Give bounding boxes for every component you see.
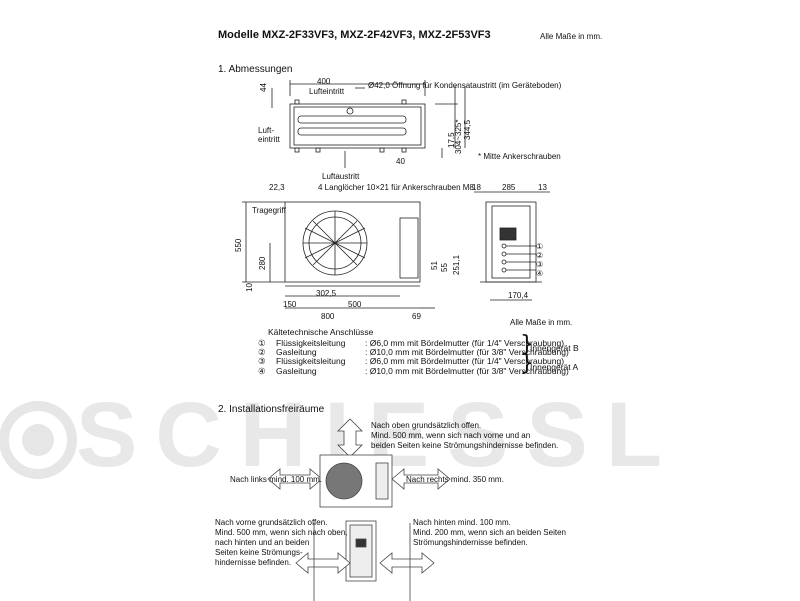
dim-top-width: 400 (317, 77, 331, 86)
label-luft-left-1: Luft- (258, 126, 275, 135)
label-holes-note: 4 Langlöcher 10×21 für Ankerschrauben M8 (318, 183, 474, 192)
units-note-bottom: Alle Maße in mm. (510, 318, 573, 327)
group-innengeraet-b: Innengerät B (530, 343, 579, 353)
connection-row-2-name: Gasleitung (276, 347, 317, 357)
dim-800: 800 (321, 312, 335, 321)
dim-550: 550 (234, 238, 243, 252)
clearance-drawing (267, 418, 451, 601)
dim-344-5: 344,5 (463, 119, 472, 140)
section-heading-installation: 2. Installationsfreiräume (218, 404, 325, 415)
snowflake-icon (0, 401, 77, 479)
dim-18: 18 (472, 183, 481, 192)
dim-40: 40 (396, 157, 405, 166)
clearance-back-text: Nach hinten mind. 100 mm. Mind. 200 mm, … (413, 518, 566, 547)
dim-500: 500 (348, 300, 362, 309)
clearance-front-text: Nach vorne grundsätzlich offen. Mind. 50… (215, 518, 348, 567)
page-title: Modelle MXZ-2F33VF3, MXZ-2F42VF3, MXZ-2F… (218, 29, 491, 41)
clearance-right-text: Nach rechts mind. 350 mm. (406, 475, 504, 484)
label-luft-austritt: Luftaustritt (322, 172, 360, 181)
dim-55: 55 (440, 263, 449, 272)
brace-b: } (520, 332, 534, 357)
dim-302-5: 302,5 (316, 289, 337, 298)
dim-251-1: 251,1 (452, 254, 461, 275)
dim-304-325: 304~325* (454, 119, 463, 154)
units-note-top: Alle Maße in mm. (540, 32, 603, 41)
connection-row-2-num: ② (258, 347, 266, 357)
clearance-top-text: Nach oben grundsätzlich offen. Mind. 500… (371, 421, 559, 450)
connection-row-4-num: ④ (258, 366, 266, 376)
dim-10: 10 (245, 283, 254, 292)
label-condensate-opening: Ø42,0 Öffnung für Kondensataustritt (im … (368, 81, 562, 90)
connections-heading: Kältetechnische Anschlüsse (268, 327, 374, 337)
dim-170-4: 170,4 (508, 291, 529, 300)
label-luft-left-2: eintritt (258, 135, 280, 144)
top-view-drawing (271, 80, 466, 168)
port-2: ② (536, 251, 544, 260)
dim-51: 51 (430, 261, 439, 270)
brace-a: } (520, 351, 534, 376)
side-view-drawing (474, 191, 550, 301)
dim-69: 69 (412, 312, 421, 321)
connection-row-3-num: ③ (258, 356, 266, 366)
label-mitte-note: * Mitte Ankerschrauben (478, 152, 561, 161)
group-innengeraet-a: Innengerät A (530, 362, 579, 372)
dim-280: 280 (258, 256, 267, 270)
front-view-drawing (242, 201, 435, 309)
dim-285: 285 (502, 183, 516, 192)
section-heading-dimensions: 1. Abmessungen (218, 64, 293, 75)
connection-row-4-spec: : Ø10,0 mm mit Bördelmutter (für 3/8" Ve… (365, 366, 569, 376)
connection-row-1-num: ① (258, 338, 266, 348)
port-4: ④ (536, 269, 544, 278)
connection-row-2-spec: : Ø10,0 mm mit Bördelmutter (für 3/8" Ve… (365, 347, 569, 357)
connection-row-3-spec: : Ø6,0 mm mit Bördelmutter (für 1/4" Ver… (365, 356, 565, 366)
connection-row-1-name: Flüssigkeitsleitung (276, 338, 346, 348)
dim-150: 150 (283, 300, 297, 309)
port-3: ③ (536, 260, 544, 269)
connection-row-1-spec: : Ø6,0 mm mit Bördelmutter (für 1/4" Ver… (365, 338, 565, 348)
connection-row-3-name: Flüssigkeitsleitung (276, 356, 346, 366)
dim-22-3: 22,3 (269, 183, 285, 192)
dim-44: 44 (259, 83, 268, 92)
port-1: ① (536, 242, 544, 251)
dim-13: 13 (538, 183, 547, 192)
connection-row-4-name: Gasleitung (276, 366, 317, 376)
label-luft-eintritt-top: Lufteintritt (309, 87, 345, 96)
label-tragegriff: Tragegriff (252, 206, 286, 215)
clearance-left-text: Nach links mind. 100 mm. (230, 475, 323, 484)
